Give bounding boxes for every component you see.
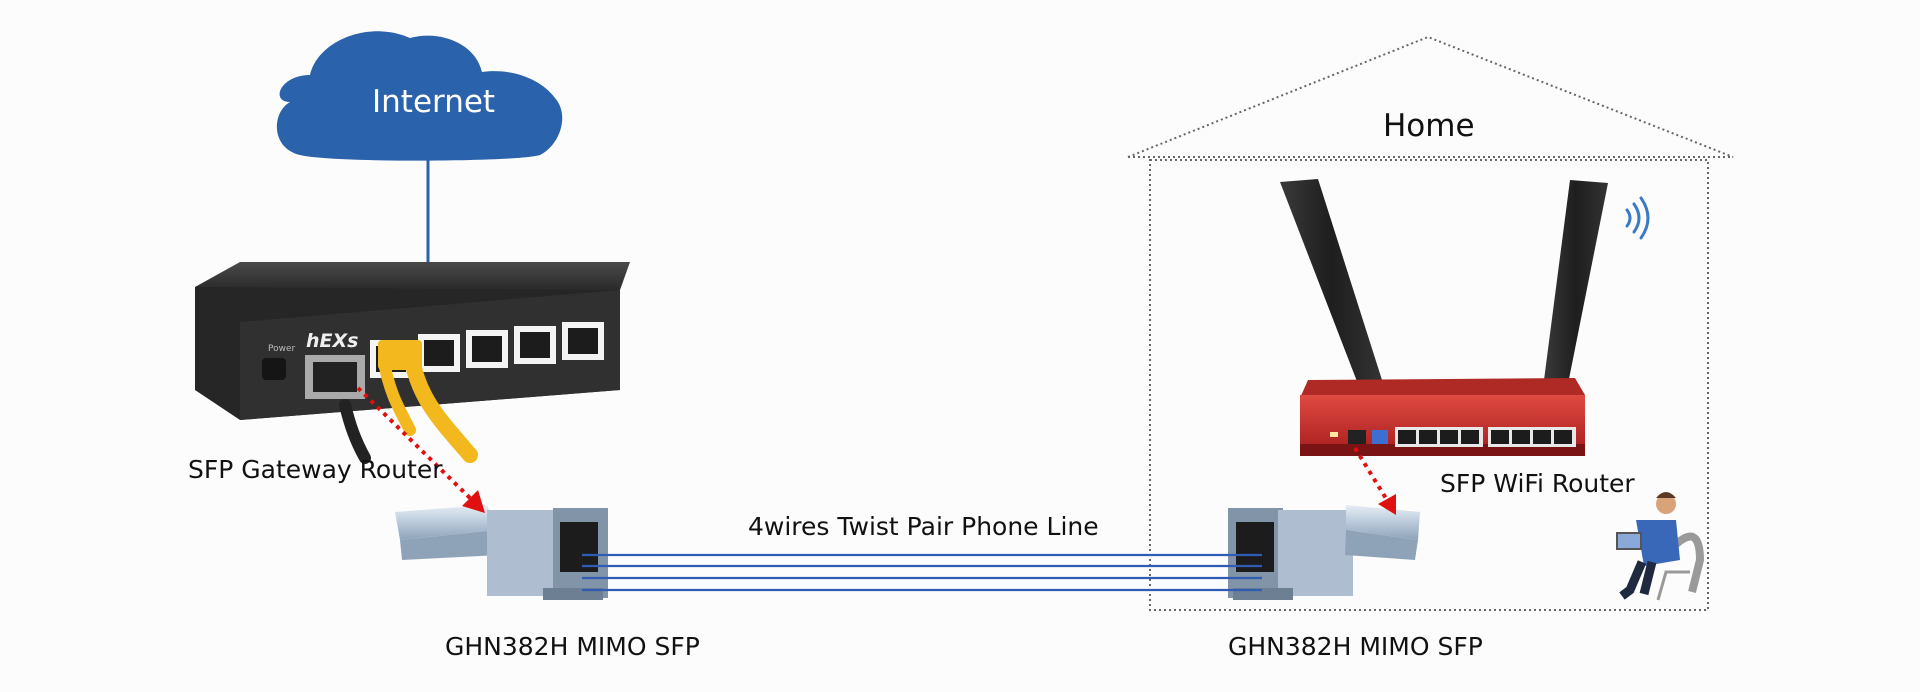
wifi-router-device bbox=[1280, 179, 1608, 456]
connection-arrow-right bbox=[1353, 446, 1396, 515]
wifi-signal-icon bbox=[1625, 196, 1650, 240]
phone-line-label: 4wires Twist Pair Phone Line bbox=[748, 512, 1099, 541]
sfp-module-icon bbox=[1228, 505, 1420, 600]
sfp-module-icon bbox=[395, 505, 608, 600]
switch-power-label: Power bbox=[268, 344, 296, 354]
person-laptop-icon bbox=[1616, 492, 1705, 601]
gateway-router-label: SFP Gateway Router bbox=[188, 455, 443, 484]
ethernet-cable bbox=[378, 340, 478, 463]
antenna-left bbox=[1280, 179, 1382, 384]
connection-arrow-left bbox=[356, 386, 485, 513]
wifi-router-label: SFP WiFi Router bbox=[1440, 469, 1635, 498]
sfp-right-label: GHN382H MIMO SFP bbox=[1228, 632, 1483, 661]
switch-brand-label: hEXs bbox=[306, 330, 358, 352]
house-label: Home bbox=[1383, 108, 1475, 144]
sfp-cable bbox=[339, 399, 371, 464]
cloud-icon bbox=[276, 31, 563, 161]
phone-line-wires bbox=[582, 553, 1262, 592]
sfp-left-label: GHN382H MIMO SFP bbox=[445, 632, 700, 661]
antenna-right bbox=[1544, 180, 1608, 384]
cloud-label: Internet bbox=[372, 84, 496, 120]
house-outline bbox=[1127, 35, 1734, 611]
